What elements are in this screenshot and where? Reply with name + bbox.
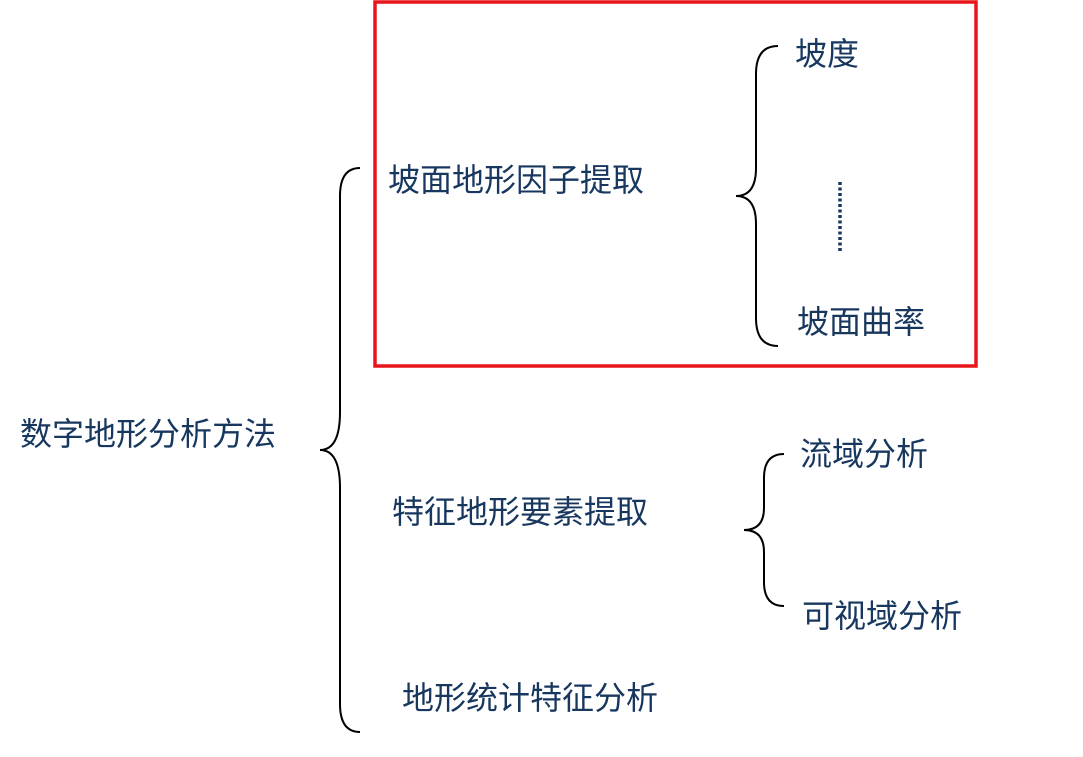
root-brace <box>319 167 361 733</box>
branch-3-label: 地形统计特征分析 <box>402 679 659 717</box>
branch-2-label: 特征地形要素提取 <box>392 493 649 531</box>
leaf-slope: 坡度 <box>795 35 860 73</box>
branch-1-label: 坡面地形因子提取 <box>388 161 645 199</box>
leaf-watershed-analysis: 流域分析 <box>800 435 929 473</box>
root-label: 数字地形分析方法 <box>20 415 277 453</box>
branch-2-brace <box>743 453 785 607</box>
branch-1-brace <box>735 45 779 347</box>
leaf-viewshed-analysis: 可视域分析 <box>802 597 963 635</box>
highlight-box <box>373 0 978 368</box>
leaf-slope-curvature: 坡面曲率 <box>797 303 926 341</box>
